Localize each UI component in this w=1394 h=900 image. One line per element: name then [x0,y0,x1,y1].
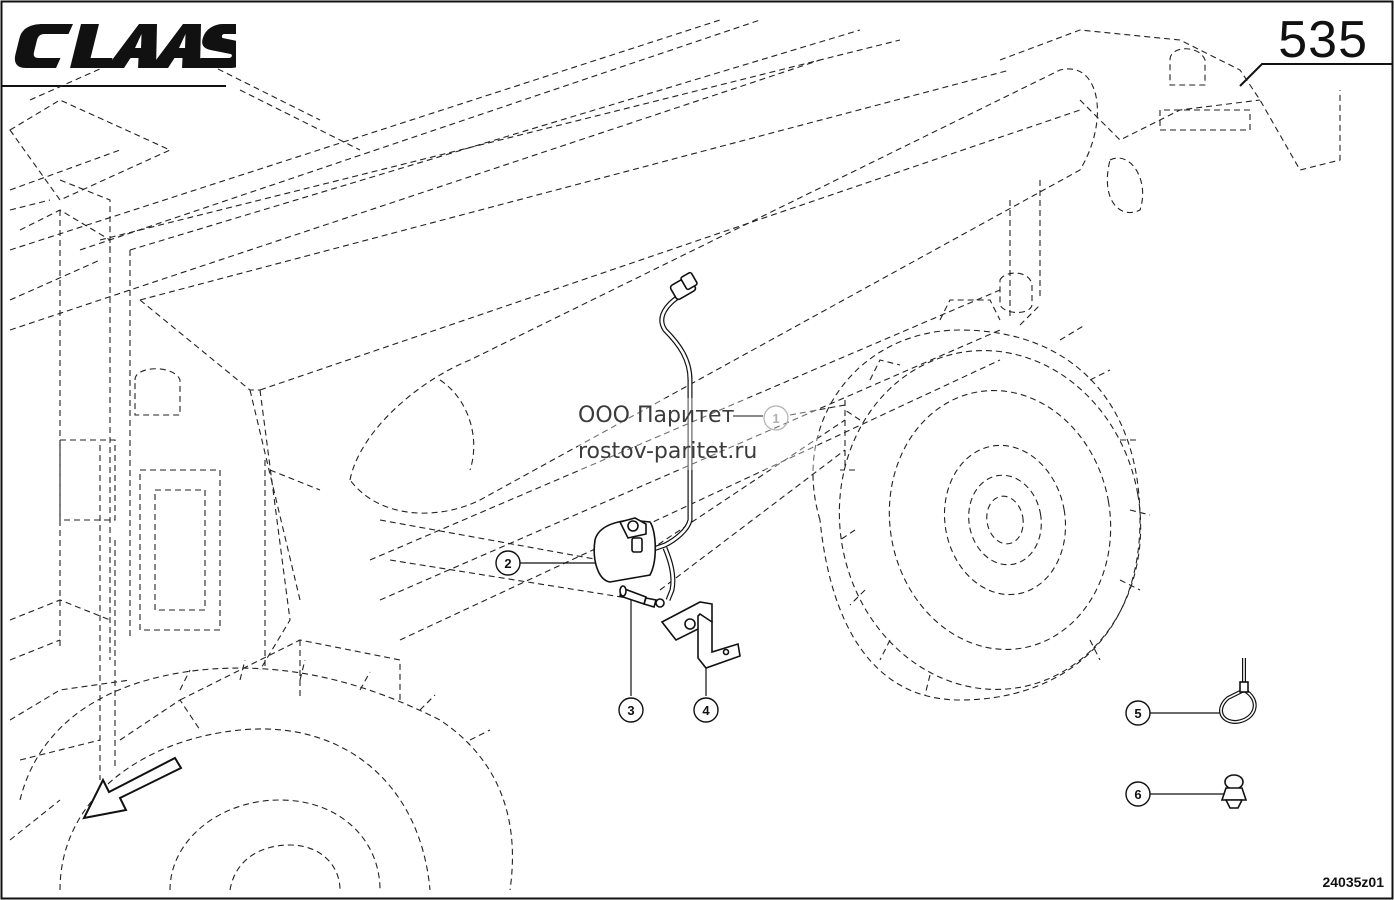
mounting-bracket [660,601,741,669]
drawing-code: 24035z01 [1322,874,1384,890]
cable-tie [1219,658,1257,725]
callout-number: 1 [772,411,779,426]
callout-number: 2 [504,556,511,571]
callout-number: 6 [1134,787,1141,802]
callout-2: 2 [495,550,595,576]
rear-wheel-right [812,299,1151,701]
claas-logo [14,24,236,68]
callout-number: 3 [627,703,634,718]
bulb-connector [619,585,665,608]
front-wheel-left [9,599,513,891]
harness-clip [1220,774,1248,809]
callout-6: 6 [1125,781,1224,807]
callout-number: 4 [702,703,710,718]
callout-5: 5 [1125,700,1220,726]
callout-4: 4 [693,668,719,723]
work-lamp [593,517,657,583]
direction-arrow [82,756,183,820]
header-rule-right [1239,63,1392,87]
callout-3: 3 [618,600,644,723]
machine-outline [9,19,1341,780]
callout-1: 1 [733,405,789,431]
watermark-company: ООО Паритет [578,403,735,428]
callout-number: 5 [1134,706,1141,721]
watermark-url: rostov-paritet.ru [578,439,758,464]
page-number: 535 [1278,11,1368,69]
watermark: ООО Паритет rostov-paritet.ru [578,398,818,470]
wiring-harness [644,271,698,601]
